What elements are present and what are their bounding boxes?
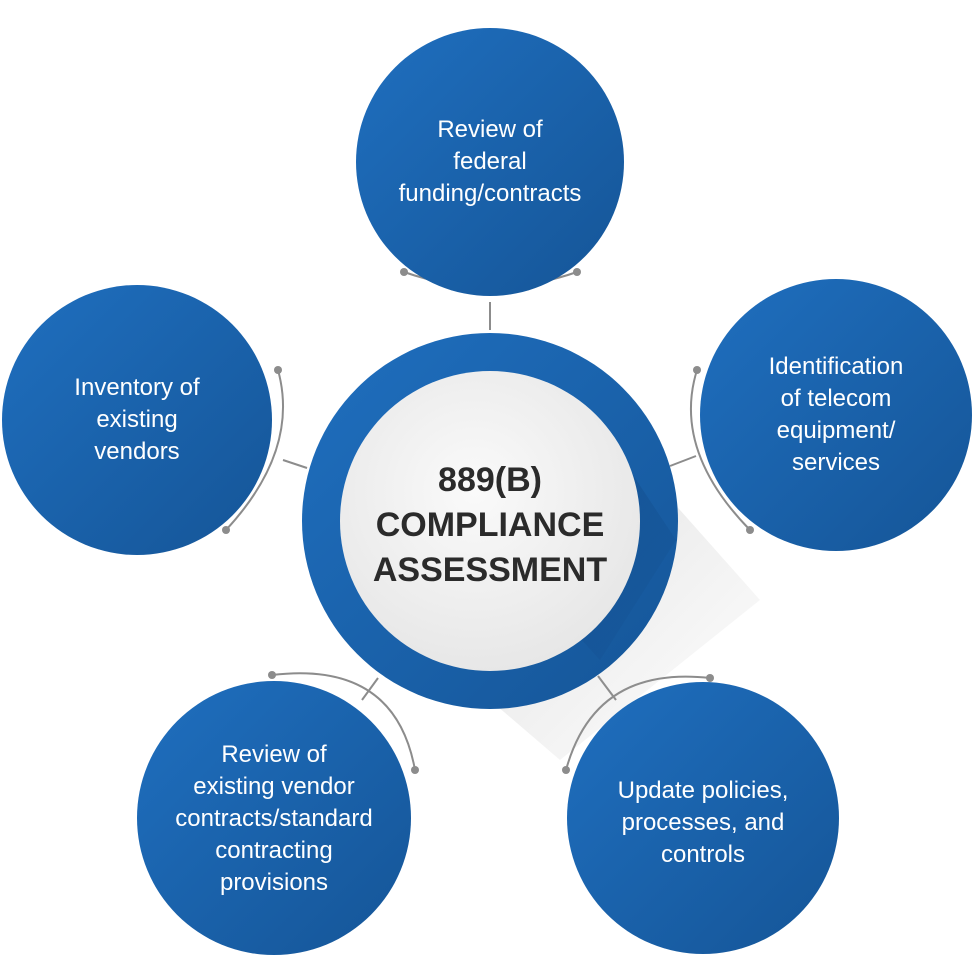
node-right-line-1: Identification	[768, 353, 904, 380]
node-bottom-left-circle	[137, 681, 411, 955]
node-right-line-3: equipment/	[776, 417, 896, 444]
connector-right	[669, 455, 697, 467]
arc-right	[690, 369, 751, 531]
node-bottom-right-line-1: Update policies,	[617, 777, 789, 804]
node-bottom-right	[567, 682, 839, 954]
node-top-line-3: funding/contracts	[398, 180, 582, 207]
node-right-line-4: services	[791, 449, 881, 476]
node-left	[2, 285, 272, 555]
node-bottom-left-label: Review of existing vendor contracts/stan…	[150, 735, 398, 903]
node-left-line-1: Inventory of	[74, 374, 200, 401]
node-bottom-right-line-3: controls	[660, 841, 746, 868]
node-right-line-2: of telecom	[780, 385, 892, 412]
node-right	[700, 279, 972, 551]
node-left-line-3: vendors	[94, 438, 180, 465]
node-bottom-left-line-3: contracts/standard	[175, 805, 373, 832]
node-bottom-left-line-2: existing vendor	[193, 773, 355, 800]
center-disc	[340, 371, 640, 671]
node-bottom-right-line-2: processes, and	[621, 809, 785, 836]
arc-left	[225, 369, 285, 531]
node-top-circle	[356, 28, 624, 296]
center-line-1: 889(B)	[438, 460, 542, 499]
center-line-3: ASSESSMENT	[372, 550, 608, 589]
node-top-line-2: federal	[453, 148, 527, 175]
node-bottom-left-line-4: contracting	[215, 837, 333, 864]
arc-bottom-left	[271, 672, 416, 771]
connector-left	[282, 459, 308, 469]
node-bottom-right-label: Update policies, processes, and controls	[593, 768, 813, 878]
node-left-label: Inventory of existing vendors	[27, 350, 247, 490]
center-line-2: COMPLIANCE	[375, 505, 605, 544]
node-top-label: Review of federal funding/contracts	[380, 90, 600, 234]
node-left-line-2: existing	[96, 406, 178, 433]
node-bottom-right-circle	[567, 682, 839, 954]
connector-bottom-left	[361, 677, 379, 701]
node-bottom-left-line-1: Review of	[221, 741, 327, 768]
node-right-circle	[700, 279, 972, 551]
node-right-label: Identification of telecom equipment/ ser…	[726, 345, 946, 485]
arc-end-dots	[222, 268, 754, 774]
node-bottom-left	[137, 681, 411, 955]
node-top	[356, 28, 624, 296]
center-hub	[302, 333, 760, 760]
node-top-line-1: Review of	[437, 116, 543, 143]
node-bottom-left-line-5: provisions	[219, 869, 329, 896]
center-title: 889(B) COMPLIANCE ASSESSMENT	[340, 380, 640, 670]
node-left-circle	[2, 285, 272, 555]
